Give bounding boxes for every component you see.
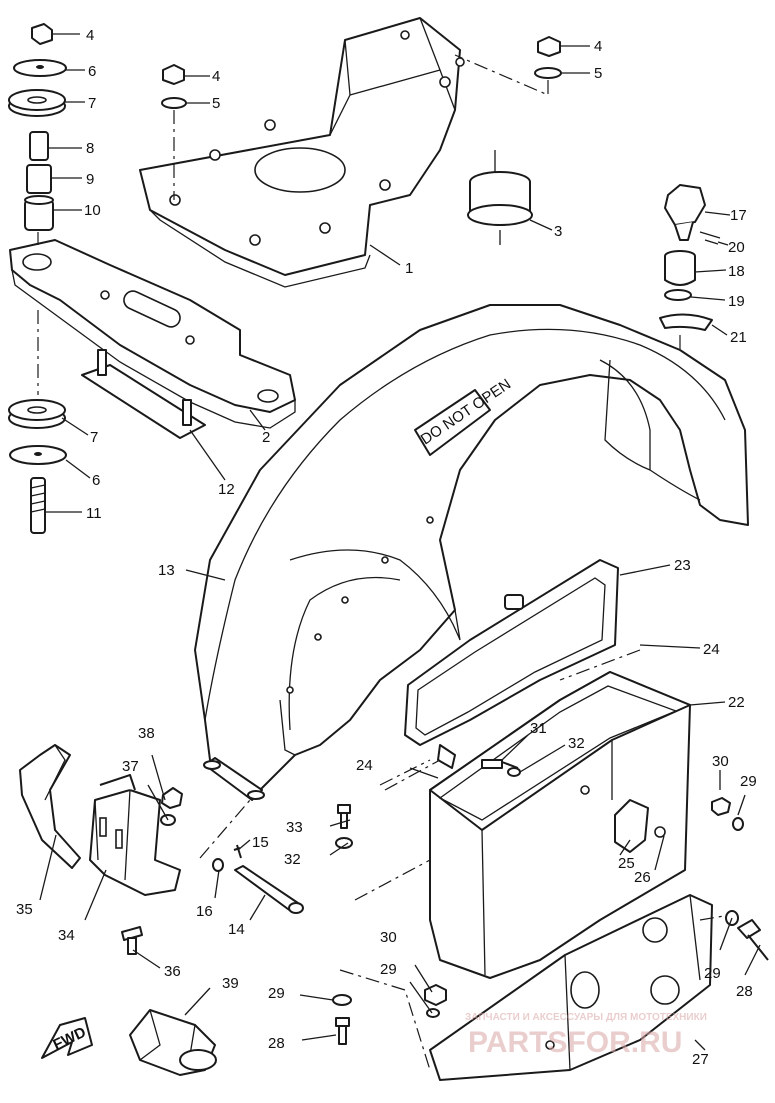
callout-8: 8: [86, 140, 94, 157]
callout-34: 34: [58, 927, 75, 944]
center-nut-washer: [161, 64, 187, 200]
callout-26: 26: [634, 869, 651, 886]
watermark-small: ЗАПЧАСТИ И АКСЕССУАРЫ ДЛЯ МОТОТЕХНИКИ: [465, 1012, 707, 1023]
callout-19: 19: [728, 293, 745, 310]
callout-5-right: 5: [594, 65, 602, 82]
callout-23: 23: [674, 557, 691, 574]
callout-32-bottom: 32: [284, 851, 301, 868]
callout-18: 18: [728, 263, 745, 280]
fuse-holder: [129, 1009, 217, 1076]
bottom-hardware: [332, 984, 447, 1045]
left-hardware-stack: [8, 23, 67, 245]
callout-25: 25: [618, 855, 635, 872]
callout-37: 37: [122, 758, 139, 775]
callout-17: 17: [730, 207, 747, 224]
right-nut-washers: [711, 797, 769, 961]
callout-9: 9: [86, 171, 94, 188]
stud-plate: [81, 349, 206, 439]
callout-30-right: 30: [712, 753, 729, 770]
callout-20: 20: [728, 239, 745, 256]
callout-29-right-top: 29: [740, 773, 757, 790]
upper-mount-plate: [139, 17, 465, 288]
callout-36: 36: [164, 963, 181, 980]
callout-1: 1: [405, 260, 413, 277]
belt-cover: [194, 304, 749, 801]
right-nut-washer: [454, 36, 562, 96]
watermark-large: PARTSFOR.RU: [468, 1026, 682, 1059]
callout-2: 2: [262, 429, 270, 446]
callout-31: 31: [530, 720, 547, 737]
callout-32-top: 32: [568, 735, 585, 752]
side-bracket: [89, 774, 181, 896]
callout-4-center: 4: [212, 68, 220, 85]
callout-39: 39: [222, 975, 239, 992]
bracket-nut-washer: [160, 787, 183, 826]
gasket-frame: [404, 559, 619, 746]
callout-14: 14: [228, 921, 245, 938]
callout-29-left: 29: [268, 985, 285, 1002]
callout-6-bottom: 6: [92, 472, 100, 489]
callout-5-center: 5: [212, 95, 220, 112]
callout-35: 35: [16, 901, 33, 918]
callout-7-bottom: 7: [90, 429, 98, 446]
callout-16: 16: [196, 903, 213, 920]
rubber-strap: [19, 744, 81, 869]
box-screws-washers: [335, 744, 521, 849]
callout-22: 22: [728, 694, 745, 711]
watermark: ЗАПЧАСТИ И АКСЕССУАРЫ ДЛЯ МОТОТЕХНИКИ PA…: [465, 1012, 707, 1059]
callout-38: 38: [138, 725, 155, 742]
callout-29-bottom: 29: [380, 961, 397, 978]
leader-lines: [39, 33, 761, 1051]
rubber-mount: [467, 150, 533, 245]
callout-3: 3: [554, 223, 562, 240]
left-lower-hardware: [8, 310, 67, 534]
callout-12: 12: [218, 481, 235, 498]
fwd-arrow: FWD: [41, 1017, 93, 1059]
callout-24-left: 24: [356, 757, 373, 774]
callout-21: 21: [730, 329, 747, 346]
callout-15: 15: [252, 834, 269, 851]
battery-box: [354, 649, 691, 979]
callout-4-left: 4: [86, 27, 94, 44]
cap-bushing-assembly: [659, 184, 721, 362]
callout-33: 33: [286, 819, 303, 836]
callout-10: 10: [84, 202, 101, 219]
t-bolt: [121, 926, 143, 955]
callout-4-right: 4: [594, 38, 602, 55]
callout-6-top: 6: [88, 63, 96, 80]
lower-bracket: [9, 239, 296, 429]
callout-7-top: 7: [88, 95, 96, 112]
long-bolt: [199, 799, 304, 914]
callout-29-right-bottom: 29: [704, 965, 721, 982]
callout-30-bottom: 30: [380, 929, 397, 946]
callout-numbers: 4 6 7 8 9 10 4 5 4 5 1 3 2 12 7 6 11 17 …: [16, 27, 757, 1068]
base-bracket: [339, 894, 731, 1081]
callout-27: 27: [692, 1051, 709, 1068]
callout-13: 13: [158, 562, 175, 579]
callout-24-right: 24: [703, 641, 720, 658]
callout-28-right: 28: [736, 983, 753, 1000]
callout-11: 11: [86, 505, 102, 522]
callout-28-left: 28: [268, 1035, 285, 1052]
